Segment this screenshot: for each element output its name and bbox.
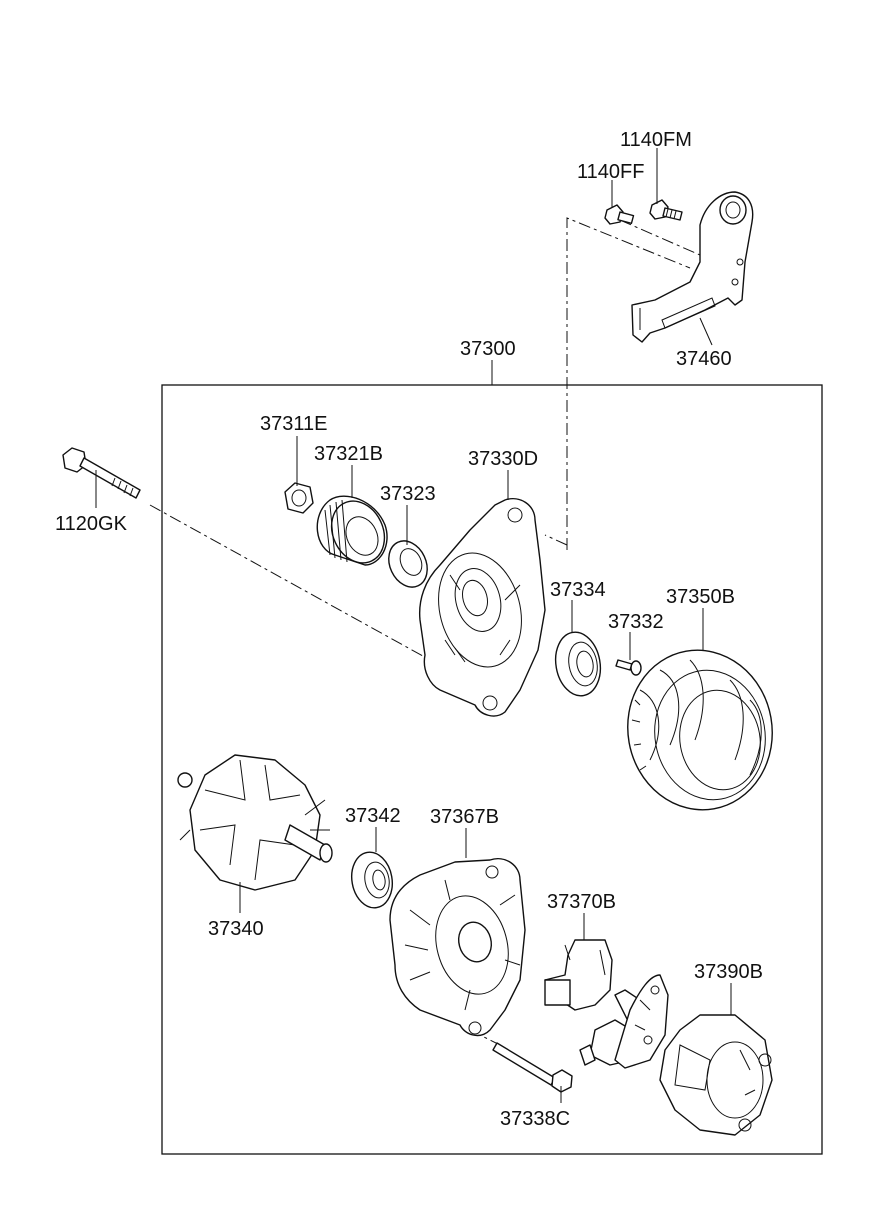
label-37340: 37340 bbox=[208, 918, 264, 940]
nut-37311E bbox=[284, 482, 314, 514]
label-37367B: 37367B bbox=[430, 806, 499, 828]
bearing-37342 bbox=[351, 851, 393, 909]
alignment-line-bolt-upper bbox=[619, 219, 701, 256]
label-37338C: 37338C bbox=[500, 1108, 570, 1130]
screw-37332 bbox=[615, 659, 642, 676]
label-37330D: 37330D bbox=[468, 448, 538, 470]
rear-housing-37367B bbox=[389, 858, 526, 1037]
label-37390B: 37390B bbox=[694, 961, 763, 983]
label-37321B: 37321B bbox=[314, 443, 383, 465]
bolt-37338C bbox=[492, 1042, 573, 1093]
rotor-37340 bbox=[177, 754, 333, 891]
label-37323: 37323 bbox=[380, 483, 436, 505]
label-37334: 37334 bbox=[550, 579, 606, 601]
bracket-37460 bbox=[631, 191, 754, 343]
bolt-1140FM bbox=[649, 199, 683, 221]
alignment-line-bracket-bolt bbox=[544, 534, 568, 546]
label-37350B: 37350B bbox=[666, 586, 735, 608]
through-bolt-1120GK bbox=[62, 447, 141, 499]
label-1140FF: 1140FF bbox=[577, 161, 644, 183]
stator-37350B bbox=[627, 649, 773, 811]
label-37460: 37460 bbox=[676, 348, 732, 370]
bolt-1140FF bbox=[604, 204, 635, 225]
bearing-37334 bbox=[554, 631, 602, 697]
front-housing-37330D bbox=[418, 498, 546, 717]
leader-37460 bbox=[699, 317, 713, 346]
label-37370B: 37370B bbox=[547, 891, 616, 913]
rear-cover-37390B bbox=[659, 1014, 773, 1136]
pulley-37321B bbox=[316, 495, 388, 566]
label-37300: 37300 bbox=[460, 338, 516, 360]
label-1140FM: 1140FM bbox=[620, 129, 692, 151]
label-1120GK: 1120GK bbox=[55, 513, 128, 535]
alignment-line-through-bolt bbox=[149, 504, 431, 661]
spacer-37323 bbox=[388, 540, 428, 588]
label-37311E: 37311E bbox=[260, 413, 327, 435]
alignment-line-bracket bbox=[566, 217, 691, 550]
label-37342: 37342 bbox=[345, 805, 401, 827]
rectifier bbox=[614, 974, 669, 1069]
label-37332: 37332 bbox=[608, 611, 664, 633]
